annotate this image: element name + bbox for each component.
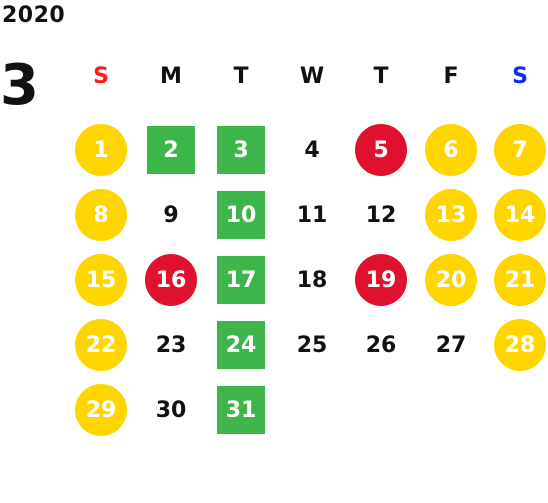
calendar-day[interactable]: 28 [494, 319, 546, 371]
calendar-day[interactable]: 23 [155, 332, 187, 358]
calendar-day[interactable]: 1 [75, 124, 127, 176]
calendar-day[interactable]: 12 [365, 202, 397, 228]
calendar-day[interactable]: 21 [494, 254, 546, 306]
calendar-day[interactable]: 22 [75, 319, 127, 371]
calendar-day[interactable]: 5 [355, 124, 407, 176]
calendar-day[interactable]: 19 [355, 254, 407, 306]
calendar-day[interactable]: 8 [75, 189, 127, 241]
weekday-label: S [93, 64, 109, 89]
calendar-day[interactable]: 16 [145, 254, 197, 306]
calendar-day[interactable]: 26 [365, 332, 397, 358]
weekday-label: W [299, 64, 325, 89]
weekday-label: T [373, 64, 389, 89]
calendar-day[interactable]: 10 [217, 191, 265, 239]
calendar-day[interactable]: 31 [217, 386, 265, 434]
calendar-day[interactable]: 9 [163, 202, 179, 228]
calendar-day[interactable]: 15 [75, 254, 127, 306]
calendar-day[interactable]: 13 [425, 189, 477, 241]
weekday-label: T [233, 64, 249, 89]
calendar-day[interactable]: 27 [435, 332, 467, 358]
weekday-label: M [160, 64, 182, 89]
calendar-day[interactable]: 4 [304, 137, 320, 163]
weekday-label: S [512, 64, 528, 89]
calendar-day[interactable]: 29 [75, 384, 127, 436]
calendar-day[interactable]: 11 [296, 202, 328, 228]
calendar-day[interactable]: 2 [147, 126, 195, 174]
calendar-day[interactable]: 17 [217, 256, 265, 304]
calendar-day[interactable]: 7 [494, 124, 546, 176]
calendar-day[interactable]: 25 [296, 332, 328, 358]
weekday-label: F [443, 64, 459, 89]
calendar-day[interactable]: 18 [296, 267, 328, 293]
calendar-day[interactable]: 20 [425, 254, 477, 306]
calendar-day[interactable]: 30 [155, 397, 187, 423]
calendar-day[interactable]: 14 [494, 189, 546, 241]
calendar-month: 3 [0, 53, 39, 118]
calendar-day[interactable]: 24 [217, 321, 265, 369]
calendar-year: 2020 [2, 3, 66, 28]
calendar-day[interactable]: 3 [217, 126, 265, 174]
calendar-day[interactable]: 6 [425, 124, 477, 176]
